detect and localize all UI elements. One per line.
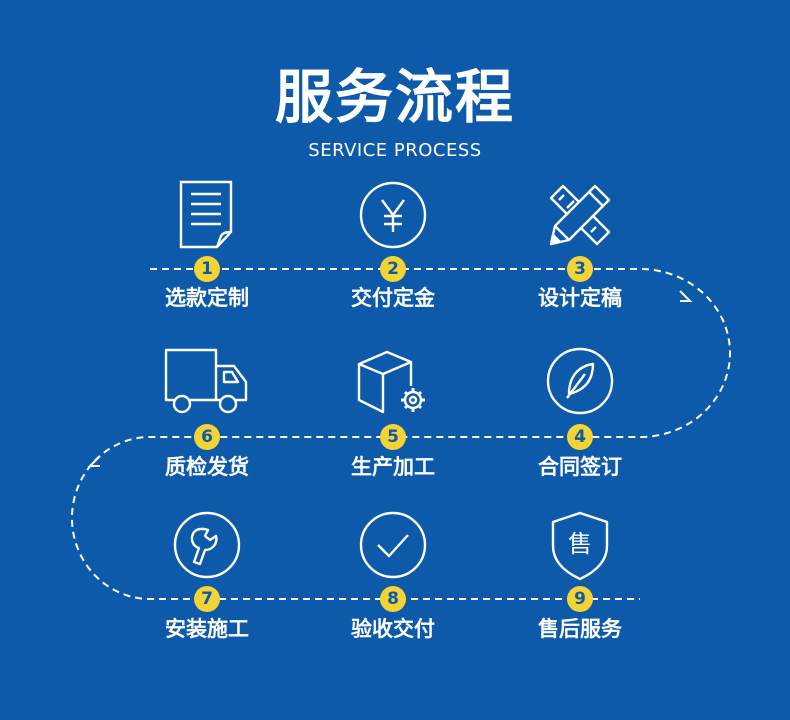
step-5: 5 生产加工 (303, 346, 483, 486)
wrench-circle-icon (173, 511, 241, 579)
step-8: 8 验收交付 (303, 510, 483, 650)
step-label: 设计定稿 (538, 286, 622, 310)
step-label: 安装施工 (165, 617, 249, 641)
shield-sale-icon: 售 (551, 511, 609, 581)
step-7: 7 安装施工 (117, 510, 297, 650)
step-label: 质检发货 (165, 455, 249, 479)
step-number-badge: 7 (194, 586, 220, 612)
yen-coin-icon (359, 181, 427, 249)
step-label: 售后服务 (538, 617, 622, 641)
step-number-badge: 5 (380, 424, 406, 450)
step-number-badge: 6 (194, 424, 220, 450)
step-label: 合同签订 (538, 455, 622, 479)
step-1: 1 选款定制 (117, 180, 297, 320)
page-title: 服务流程 (274, 63, 515, 131)
step-label: 生产加工 (351, 455, 435, 479)
ruler-pencil-icon (549, 184, 611, 246)
box-gear-icon (357, 350, 425, 414)
step-number-badge: 4 (567, 424, 593, 450)
delivery-truck-icon (164, 348, 248, 414)
step-number-badge: 3 (567, 256, 593, 282)
checkmark-circle-icon (359, 511, 427, 579)
step-3: 3 设计定稿 (490, 180, 670, 320)
step-number-badge: 8 (380, 586, 406, 612)
step-label: 选款定制 (165, 286, 249, 310)
arrow-right-icon (679, 290, 693, 302)
step-4: 4 合同签订 (490, 346, 670, 486)
step-number-badge: 1 (194, 256, 220, 282)
step-label: 交付定金 (351, 286, 435, 310)
page-subtitle: SERVICE PROCESS (308, 140, 482, 161)
step-6: 6 质检发货 (117, 346, 297, 486)
step-2: 2 交付定金 (303, 180, 483, 320)
step-number-badge: 2 (380, 256, 406, 282)
step-9: 售 9 售后服务 (490, 510, 670, 650)
shield-text: 售 (568, 530, 592, 558)
quill-circle-icon (546, 347, 614, 415)
document-icon (179, 180, 233, 249)
arrow-left-icon (87, 455, 101, 467)
step-label: 验收交付 (351, 617, 435, 641)
step-number-badge: 9 (567, 586, 593, 612)
